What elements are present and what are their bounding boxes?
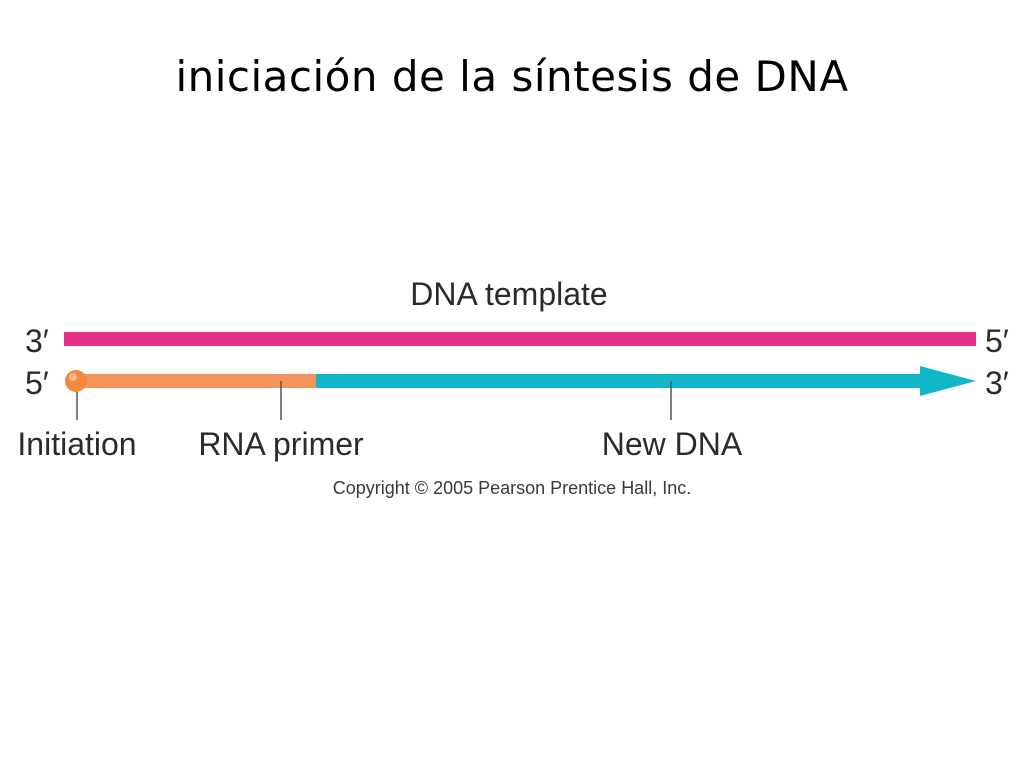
new-dna-segment <box>316 374 924 388</box>
new-dna-arrowhead <box>920 366 976 396</box>
new-strand-right-end-label: 3′ <box>985 365 1009 401</box>
rna-primer-segment <box>76 374 317 388</box>
copyright-notice: Copyright © 2005 Pearson Prentice Hall, … <box>333 478 691 498</box>
dna-template-label: DNA template <box>410 276 607 312</box>
template-right-end-label: 5′ <box>985 323 1009 359</box>
rna-primer-label: RNA primer <box>198 426 364 462</box>
initiation-dot <box>65 370 87 392</box>
dna-synthesis-diagram: DNA template 3′ 5′ 5′ 3′ Initiation RNA … <box>17 276 1009 498</box>
initiation-label: Initiation <box>17 426 136 462</box>
slide-title: iniciación de la síntesis de DNA <box>175 52 849 101</box>
initiation-dot-highlight <box>69 373 77 381</box>
new-strand-left-end-label: 5′ <box>25 365 49 401</box>
template-strand <box>64 332 976 346</box>
new-dna-label: New DNA <box>602 426 743 462</box>
template-left-end-label: 3′ <box>25 323 49 359</box>
